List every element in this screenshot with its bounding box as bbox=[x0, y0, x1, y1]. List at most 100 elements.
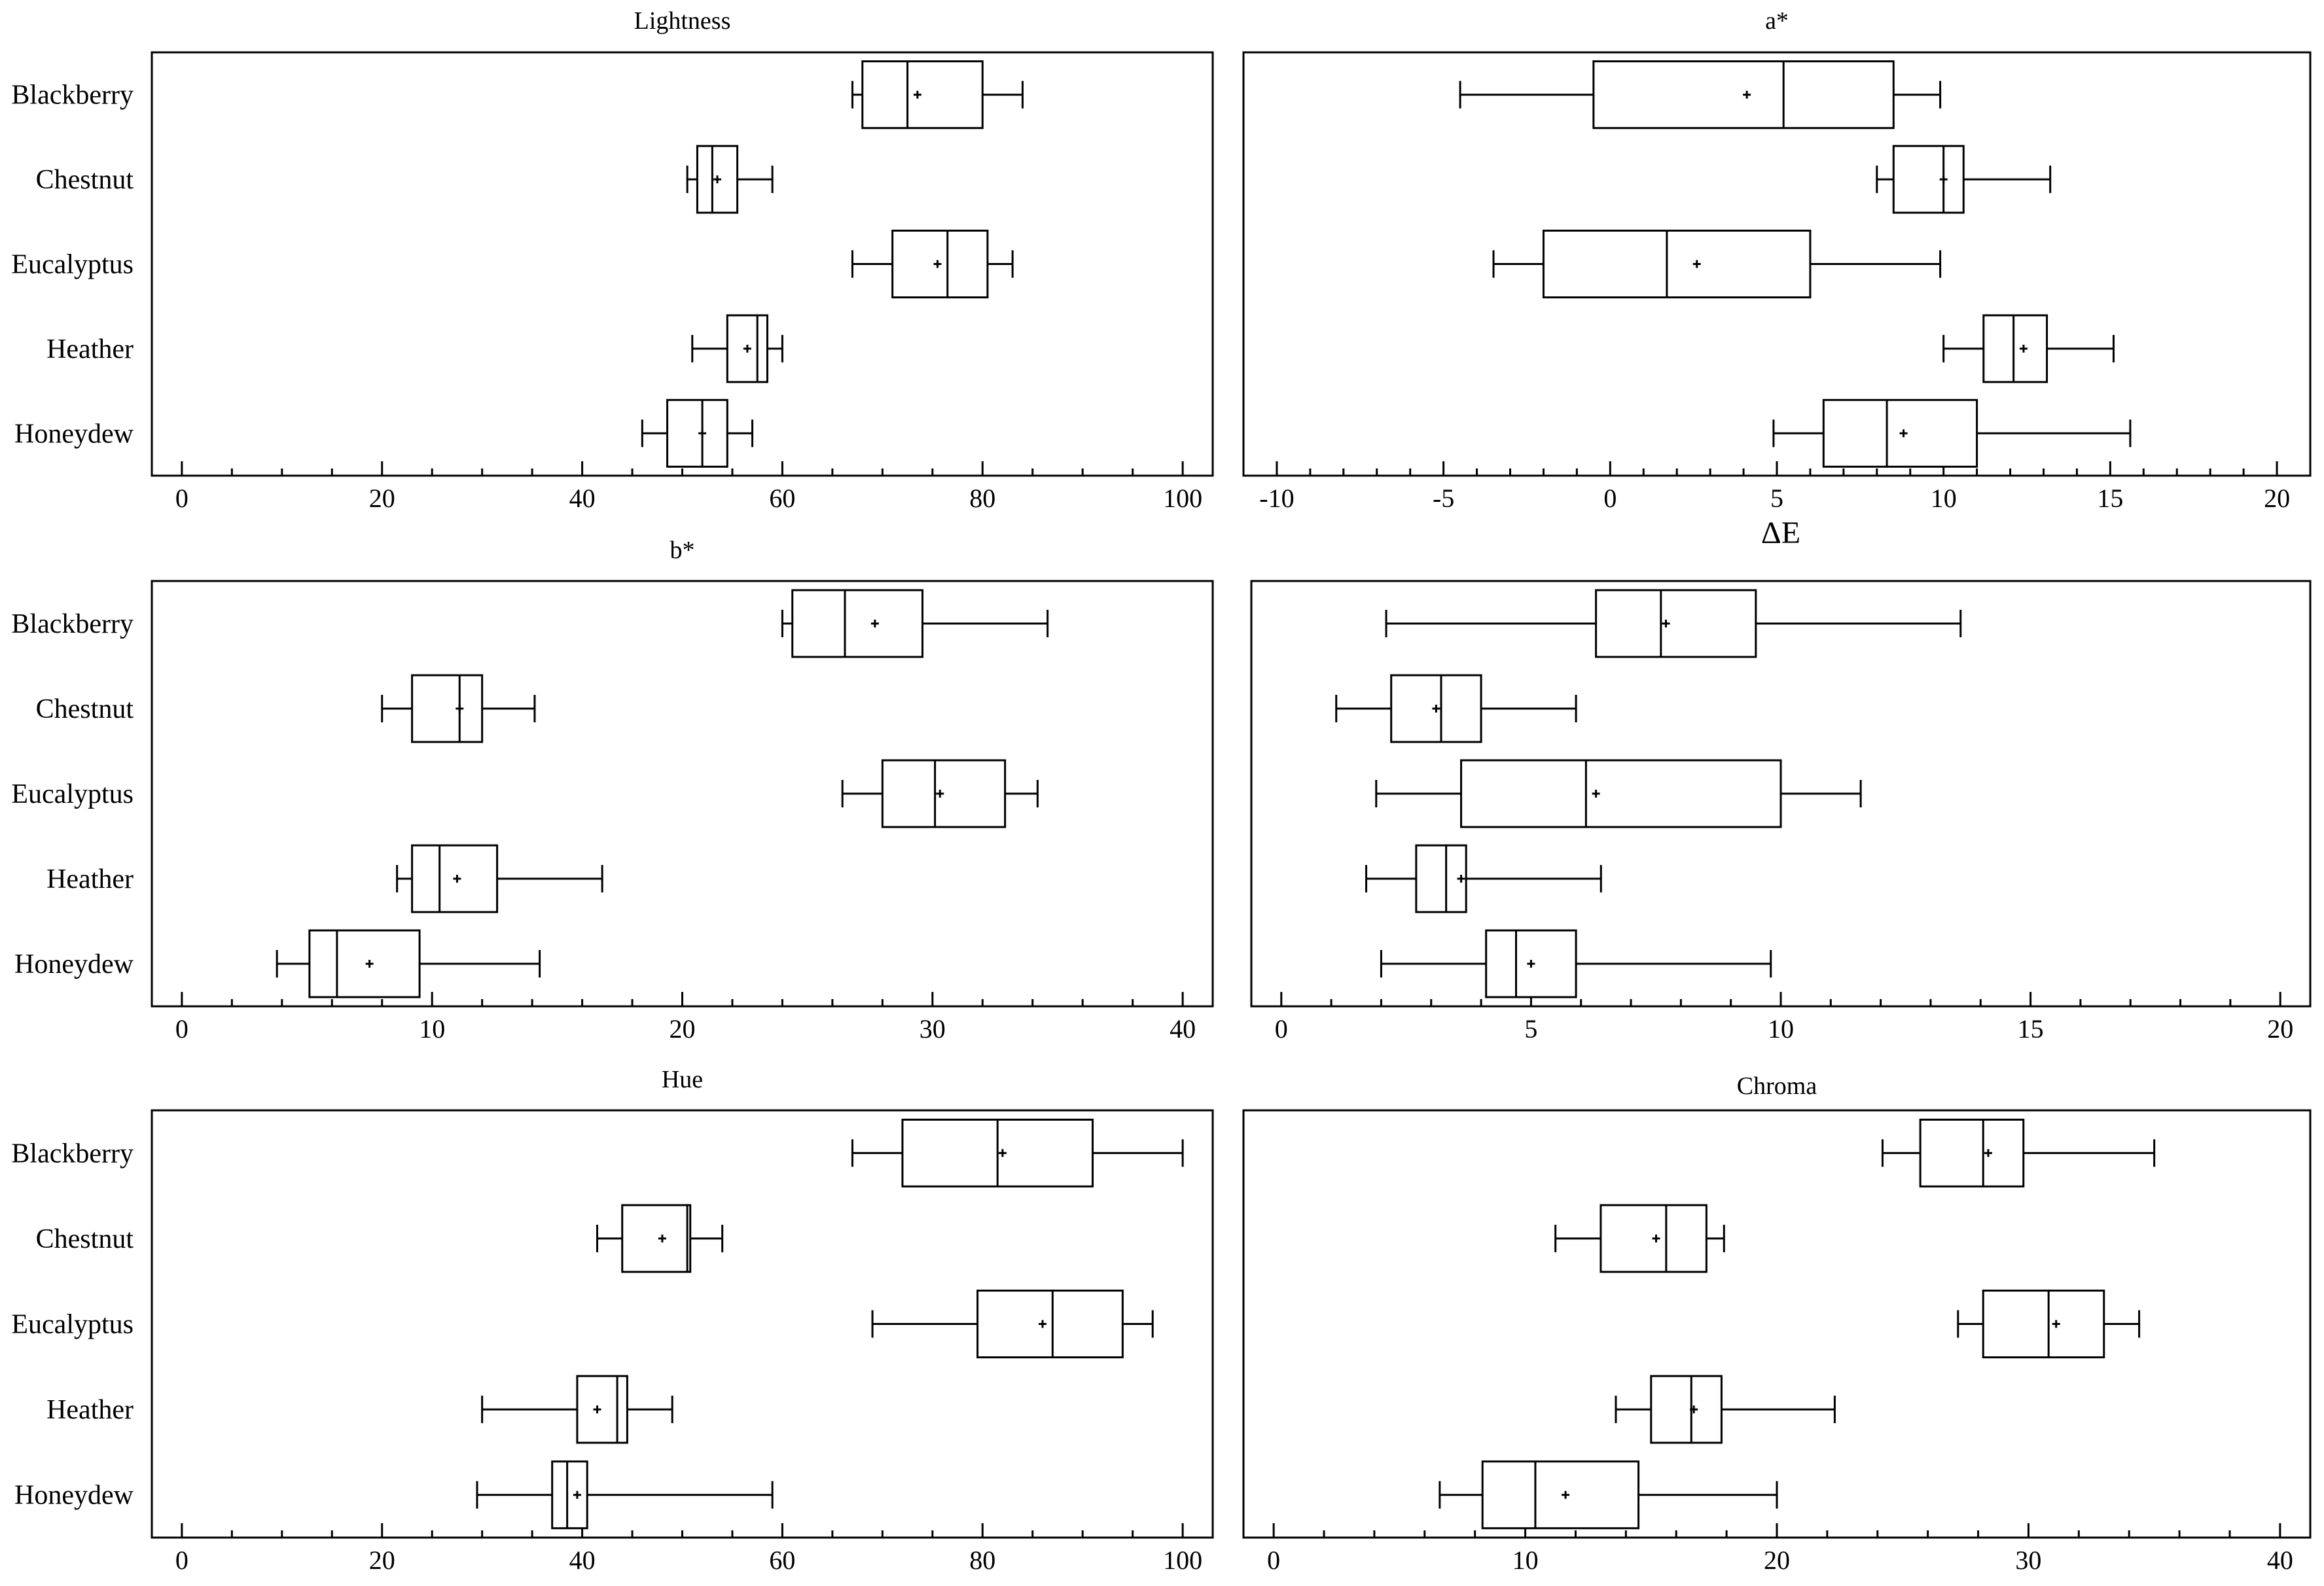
iqr-box bbox=[551, 1460, 588, 1530]
tick-label: 10 bbox=[1768, 1014, 1794, 1044]
mean-marker bbox=[2019, 344, 2028, 353]
mean-marker bbox=[2052, 1320, 2060, 1328]
category-label: Chestnut bbox=[36, 694, 134, 724]
box-heather bbox=[1942, 314, 2115, 383]
tick-label: -5 bbox=[1433, 484, 1454, 513]
mean-marker bbox=[698, 429, 707, 438]
tick-label: 60 bbox=[769, 1545, 795, 1575]
category-label: Blackberry bbox=[11, 1138, 134, 1169]
category-label: Blackberry bbox=[11, 609, 134, 639]
box-heather bbox=[1615, 1375, 1836, 1444]
box-heather bbox=[481, 1375, 673, 1444]
mean-marker bbox=[870, 620, 879, 627]
tick-label: 40 bbox=[569, 1545, 596, 1575]
tick-label: 20 bbox=[2267, 1014, 2293, 1044]
tick-label: 30 bbox=[920, 1014, 946, 1044]
box-heather bbox=[691, 314, 783, 383]
mean-marker bbox=[743, 344, 751, 353]
category-label: Chestnut bbox=[36, 1224, 134, 1254]
iqr-box bbox=[576, 1375, 628, 1444]
iqr-box bbox=[1592, 60, 1895, 130]
mean-marker bbox=[936, 790, 944, 798]
chart-title: ΔE bbox=[1761, 516, 1800, 550]
tick-label: 10 bbox=[1512, 1545, 1539, 1575]
category-label: Blackberry bbox=[11, 80, 134, 111]
tick-label: 60 bbox=[769, 484, 795, 513]
iqr-box bbox=[1542, 230, 1812, 298]
mean-marker bbox=[1743, 90, 1751, 99]
tick-label: 40 bbox=[569, 484, 596, 513]
category-label: Eucalyptus bbox=[11, 250, 134, 280]
mean-marker bbox=[998, 1149, 1007, 1157]
tick-label: 40 bbox=[1170, 1014, 1196, 1044]
mean-marker bbox=[1527, 960, 1535, 968]
iqr-box bbox=[1982, 314, 2048, 383]
mean-marker bbox=[453, 875, 461, 883]
tick-label: 100 bbox=[1163, 1545, 1202, 1575]
tick-label: 80 bbox=[969, 1545, 995, 1575]
box-honeydew bbox=[476, 1460, 774, 1530]
iqr-box bbox=[308, 929, 421, 998]
box-chestnut bbox=[1554, 1204, 1725, 1273]
chart-title: Hue bbox=[662, 1066, 703, 1093]
iqr-box bbox=[791, 589, 924, 658]
iqr-box bbox=[1595, 589, 1757, 658]
category-label: Eucalyptus bbox=[11, 1310, 134, 1340]
iqr-box bbox=[666, 398, 728, 468]
box-heather bbox=[1365, 844, 1602, 913]
tick-label: 0 bbox=[1603, 484, 1617, 513]
tick-label: 15 bbox=[2097, 484, 2123, 513]
mean-marker bbox=[1662, 620, 1670, 627]
box-honeydew bbox=[1380, 929, 1772, 998]
box-blackberry bbox=[1881, 1118, 2156, 1188]
iqr-box bbox=[411, 674, 484, 743]
category-label: Heather bbox=[46, 864, 134, 894]
iqr-box bbox=[621, 1204, 692, 1273]
mean-marker bbox=[713, 175, 722, 184]
tick-label: 30 bbox=[2015, 1545, 2041, 1575]
iqr-box bbox=[1460, 759, 1782, 828]
mean-marker bbox=[1592, 790, 1600, 798]
tick-label: 20 bbox=[2264, 484, 2290, 513]
box-honeydew bbox=[641, 398, 754, 468]
chart-title: a* bbox=[1765, 7, 1789, 35]
box-honeydew bbox=[1772, 398, 2132, 468]
tick-label: 40 bbox=[2267, 1545, 2293, 1575]
box-chestnut bbox=[381, 674, 536, 743]
tick-label: 0 bbox=[1267, 1545, 1280, 1575]
iqr-box bbox=[1650, 1375, 1723, 1444]
tick-label: 0 bbox=[1275, 1014, 1288, 1044]
box-blackberry bbox=[1459, 60, 1942, 130]
tick-label: 10 bbox=[1931, 484, 1957, 513]
iqr-box bbox=[861, 60, 984, 130]
mean-marker bbox=[1939, 175, 1948, 184]
tick-label: 100 bbox=[1163, 484, 1202, 513]
category-label: Heather bbox=[46, 334, 134, 364]
iqr-box bbox=[1982, 1290, 2105, 1358]
mean-marker bbox=[1039, 1320, 1047, 1328]
box-honeydew bbox=[1439, 1460, 1778, 1530]
box-eucalyptus bbox=[1375, 759, 1862, 828]
category-label: Honeydew bbox=[14, 419, 134, 449]
iqr-box bbox=[1481, 1460, 1640, 1530]
mean-marker bbox=[913, 90, 921, 99]
mean-marker bbox=[1690, 1405, 1698, 1414]
box-blackberry bbox=[1385, 589, 1962, 658]
mean-marker bbox=[365, 960, 374, 968]
box-chestnut bbox=[686, 145, 774, 214]
box-honeydew bbox=[276, 929, 541, 998]
mean-marker bbox=[1692, 260, 1701, 268]
chart-title: b* bbox=[670, 537, 695, 564]
mean-marker bbox=[1652, 1234, 1660, 1242]
mean-marker bbox=[933, 260, 942, 268]
mean-marker bbox=[593, 1405, 601, 1414]
mean-marker bbox=[1432, 705, 1440, 713]
box-chestnut bbox=[1876, 145, 2052, 214]
iqr-box bbox=[1919, 1118, 2025, 1188]
category-label: Honeydew bbox=[14, 949, 134, 979]
